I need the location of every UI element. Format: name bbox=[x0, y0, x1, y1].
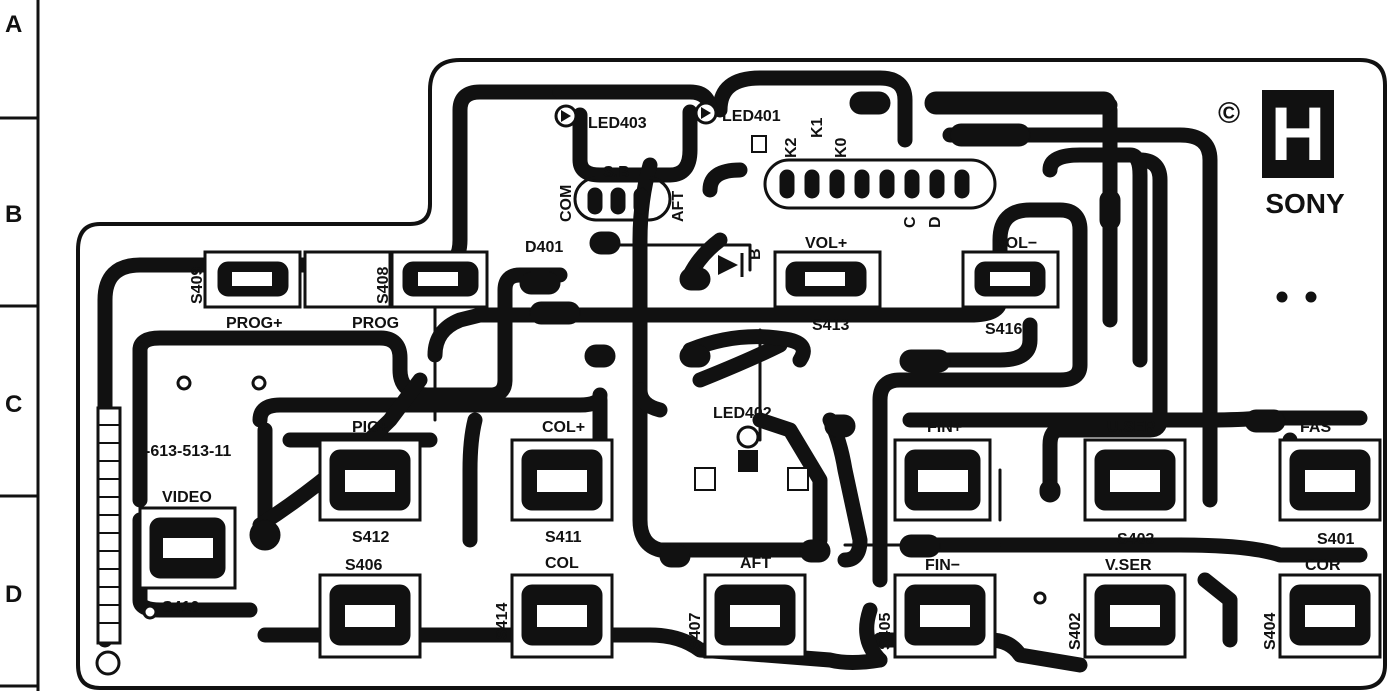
label-s416: S416 bbox=[985, 321, 1022, 338]
label-aft: AFT bbox=[740, 555, 771, 572]
empty-pad-3 bbox=[751, 135, 767, 153]
label-prog-minus: PROG bbox=[352, 315, 399, 332]
label-s412: S412 bbox=[352, 529, 389, 546]
switch-s407 bbox=[703, 573, 807, 659]
label-fin-minus: FIN− bbox=[925, 557, 960, 574]
empty-pad-2 bbox=[787, 467, 809, 491]
blank-box bbox=[303, 250, 392, 309]
label-d: D bbox=[927, 216, 944, 228]
switch-s414 bbox=[510, 573, 614, 659]
switch-s403 bbox=[1083, 438, 1187, 522]
label-com: COM bbox=[558, 185, 575, 222]
label-pic-plus: PIC+ bbox=[352, 419, 388, 436]
label-s409: S409 bbox=[189, 267, 206, 304]
label-v-ser: V.SER bbox=[1105, 557, 1152, 574]
label-s406: S406 bbox=[345, 557, 382, 574]
switch-s408 bbox=[390, 250, 489, 309]
grid-label-a: A bbox=[5, 11, 22, 38]
grid-ruler: A B C D bbox=[0, 0, 40, 691]
label-col-plus: COL+ bbox=[542, 419, 585, 436]
connector-outline-left bbox=[573, 176, 672, 222]
label-fin-plus: FIN+ bbox=[927, 419, 962, 436]
switch-s413 bbox=[773, 250, 882, 309]
switch-s405 bbox=[893, 573, 997, 659]
switch-s404 bbox=[1278, 573, 1382, 659]
label-part-number: -613-513-11 bbox=[145, 443, 231, 460]
label-u-ser: U.SER bbox=[1107, 419, 1156, 436]
label-led403: LED403 bbox=[588, 115, 647, 132]
label-s403: S403 bbox=[1117, 531, 1154, 548]
label-led402: LED402 bbox=[713, 405, 772, 422]
switch-s409 bbox=[203, 250, 302, 309]
labels: LED403 LED401 LED402 D401 S.B COM AFT K2… bbox=[145, 108, 1354, 650]
label-s413: S413 bbox=[812, 317, 849, 334]
connector-pins bbox=[587, 169, 970, 215]
logo-mark: © bbox=[1218, 97, 1240, 130]
empty-pad-1 bbox=[694, 467, 716, 491]
grid-label-d: D bbox=[5, 581, 22, 608]
grid-label-b: B bbox=[5, 201, 22, 228]
label-s411: S411 bbox=[545, 529, 582, 546]
label-video: VIDEO bbox=[162, 489, 212, 506]
label-b: B bbox=[747, 248, 764, 260]
label-k1: K1 bbox=[809, 117, 826, 138]
label-vol-plus: VOL+ bbox=[805, 235, 847, 252]
edge-connector bbox=[95, 406, 122, 676]
switch-s412 bbox=[318, 438, 422, 522]
label-k0: K0 bbox=[833, 137, 850, 158]
label-c: C bbox=[902, 216, 919, 228]
sony-logo: H SONY © bbox=[1218, 90, 1345, 219]
label-d401: D401 bbox=[525, 239, 563, 256]
switch-s401 bbox=[1278, 438, 1382, 522]
switch-footprints bbox=[138, 250, 1382, 659]
grid-label-c: C bbox=[5, 391, 22, 418]
label-sb: S.B bbox=[603, 164, 630, 181]
diode-d401 bbox=[718, 253, 744, 277]
logo-letter: H bbox=[1271, 92, 1326, 177]
label-s404: S404 bbox=[1262, 613, 1279, 650]
label-k2: K2 bbox=[783, 137, 800, 158]
switch-s416 bbox=[961, 250, 1060, 309]
label-cor: COR bbox=[1305, 557, 1341, 574]
label-s408: S408 bbox=[375, 267, 392, 304]
led-402 bbox=[736, 425, 760, 472]
label-s407: S407 bbox=[687, 613, 704, 650]
label-prog-plus: PROG+ bbox=[226, 315, 282, 332]
label-s410: S410 bbox=[162, 599, 199, 616]
switch-s406 bbox=[318, 573, 422, 659]
brand-name: SONY bbox=[1265, 188, 1345, 219]
label-led401: LED401 bbox=[722, 108, 781, 125]
label-s402: S402 bbox=[1067, 613, 1084, 650]
label-aft-conn: AFT bbox=[670, 191, 687, 222]
switch-fin-plus bbox=[893, 438, 992, 522]
label-s401: S401 bbox=[1317, 531, 1354, 548]
label-vol-minus: VOL− bbox=[995, 235, 1037, 252]
led-401 bbox=[694, 101, 718, 125]
label-col-minus: COL bbox=[545, 555, 579, 572]
led-403 bbox=[554, 104, 578, 128]
label-s405: S405 bbox=[877, 613, 894, 650]
switch-s410 bbox=[138, 506, 237, 590]
label-fas: FAS bbox=[1300, 419, 1331, 436]
switch-s402 bbox=[1083, 573, 1187, 659]
label-s414: S414 bbox=[494, 603, 511, 640]
switch-s411 bbox=[510, 438, 614, 522]
